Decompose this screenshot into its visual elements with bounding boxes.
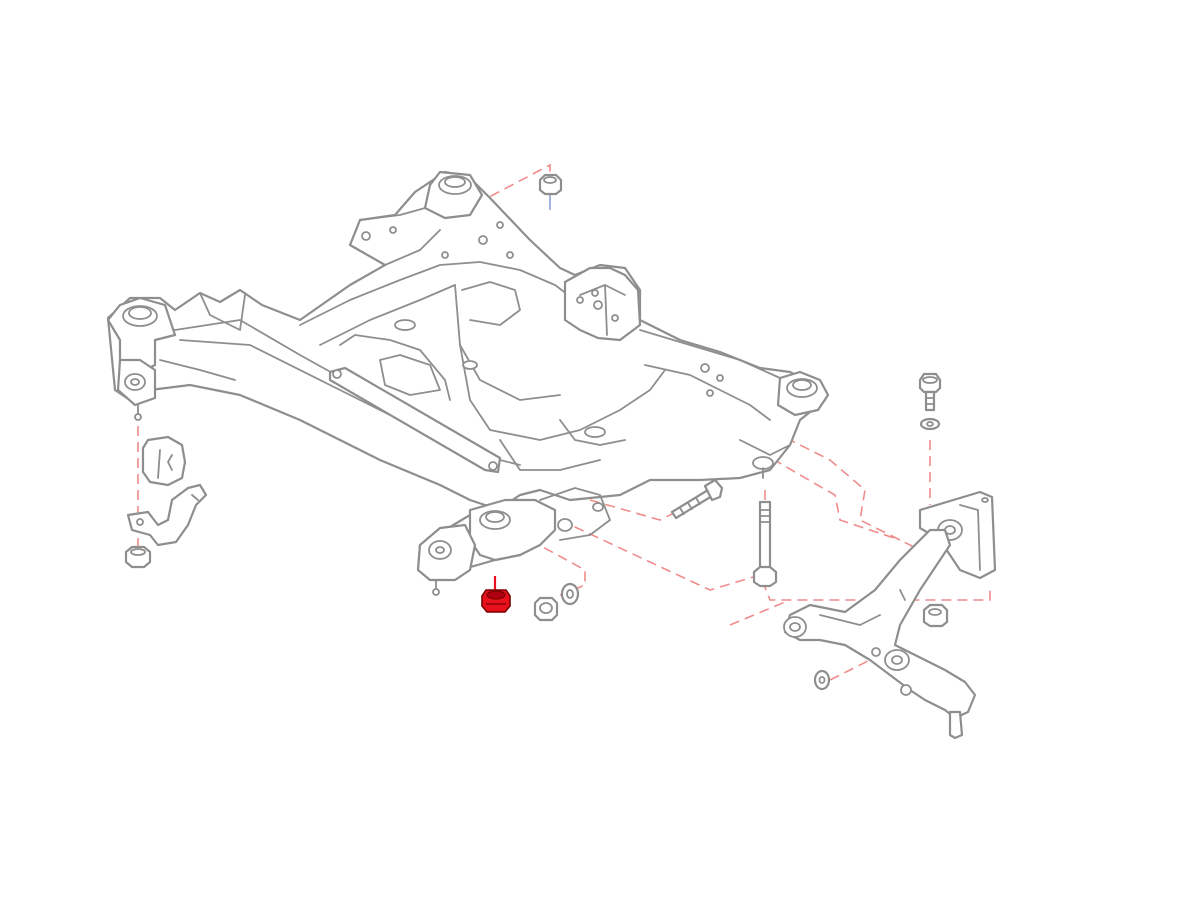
rear-left-nut-icon <box>538 173 563 210</box>
rear-arm-long-bolt-icon <box>752 500 778 588</box>
front-subframe <box>106 170 830 596</box>
nut-and-washer-icon <box>533 582 580 622</box>
top-bolt-and-washer-icon <box>918 372 942 431</box>
bracket-nut-icon <box>124 545 152 569</box>
front-arm-bolt-icon <box>670 478 724 520</box>
rear-arm-bracket-icon <box>918 490 997 580</box>
leader-arm-front <box>729 599 791 626</box>
stabilizer-bushing-icon <box>141 435 187 487</box>
lower-control-arm-icon <box>783 528 977 740</box>
arm-nut-icon <box>922 603 949 628</box>
stabilizer-bracket-icon <box>126 483 208 547</box>
leader-arm-washer <box>829 654 881 681</box>
leader-nut-washer <box>529 539 586 596</box>
arm-washer-icon <box>813 669 831 691</box>
highlighted-mount-nut-icon <box>481 576 511 613</box>
leader-front-arm <box>559 519 991 601</box>
